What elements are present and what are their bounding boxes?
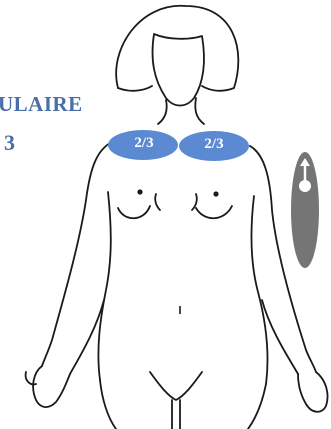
title-line-2: 3 — [4, 130, 15, 156]
right-nipple — [213, 191, 218, 196]
left-shoulder-arm — [42, 142, 112, 366]
arrow-up-indicator-icon — [291, 152, 319, 268]
left-nipple — [137, 189, 142, 194]
right-hand — [298, 372, 328, 412]
left-torso-side — [98, 192, 110, 380]
left-breast — [118, 206, 150, 218]
left-hip — [100, 380, 116, 429]
right-hip — [248, 384, 266, 429]
neck-left — [158, 100, 167, 124]
right-breast — [196, 206, 232, 218]
right-torso-side — [251, 196, 267, 384]
face-outline — [153, 34, 204, 106]
neck-right — [195, 98, 204, 124]
zone-left-shoulder-label: 2/3 — [114, 135, 174, 152]
chest-center-left — [155, 194, 160, 210]
zone-right-shoulder-label: 2/3 — [184, 136, 244, 153]
title-line-1: ULAIRE — [0, 92, 83, 117]
hair-outline — [116, 6, 238, 91]
hair-left-side — [118, 86, 152, 91]
crotch-line — [150, 372, 202, 400]
left-hand — [33, 366, 70, 407]
